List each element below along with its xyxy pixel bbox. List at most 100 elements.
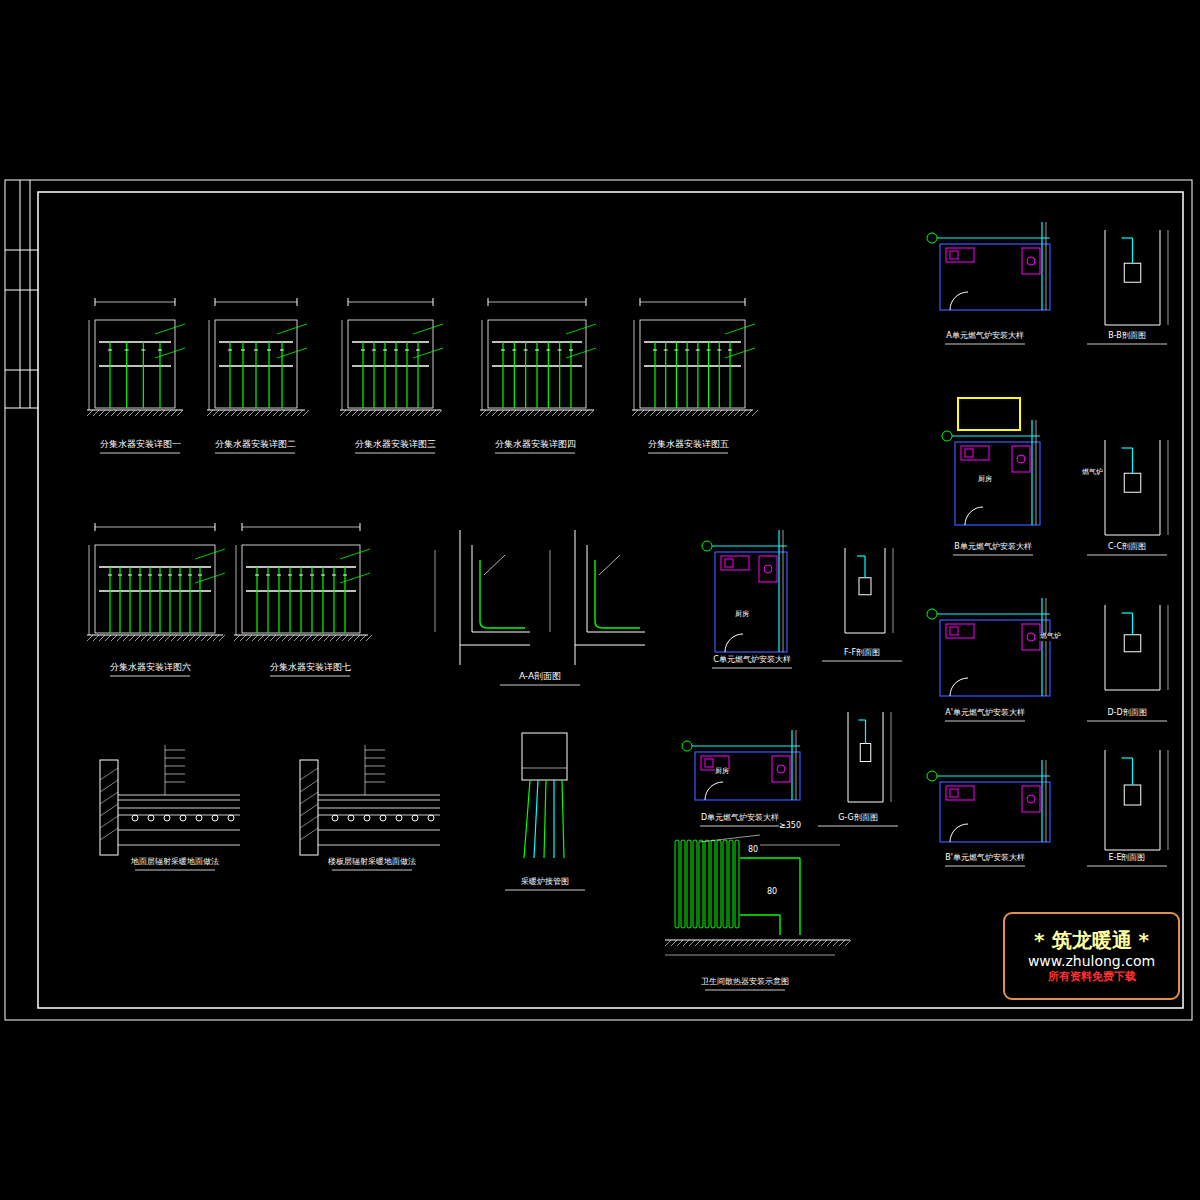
drawing-line [395,342,396,408]
drawing-line [803,940,809,946]
drawing-caption: 分集水器安装详图五 [648,440,729,450]
caption-underline [270,676,350,677]
drawing-line [123,410,129,416]
grid-bubble [1027,633,1035,641]
drawing-line [524,350,528,351]
door-swing [705,782,723,800]
drawing-rect [950,251,958,259]
drawing-line [354,635,360,641]
drawing-line [1105,605,1106,690]
drawing-caption: F-F剖面图 [844,649,880,658]
drawing-line [165,745,166,795]
drawing-line [278,567,279,633]
drawing-line [845,940,851,946]
drawing-line [599,555,620,575]
grid-bubble [212,815,218,821]
drawing-caption: 采暖炉接管图 [521,878,569,887]
drawing-line [165,782,185,783]
drawing-line [725,324,755,334]
drawing-line [779,915,780,935]
drawing-line [937,776,1050,777]
drawing-line [740,857,800,858]
drawing-line [650,410,656,416]
radiator-column [675,840,679,928]
drawing-line [89,320,90,410]
drawing-line [783,530,784,652]
drawing-line [1105,750,1106,850]
drawing-line [141,350,145,351]
drawing-line [418,410,424,416]
drawing-line [388,410,394,416]
drawing-line [117,410,123,416]
drawing-caption: 分集水器安装详图三 [355,440,436,450]
drawing-line [791,940,797,946]
drawing-line [857,555,865,556]
drawing-line [640,302,745,303]
drawing-rect [300,760,318,855]
drawing-rect [5,180,1192,1020]
drawing-rect [946,786,974,800]
drawing-line [118,830,240,831]
drawing-line [416,350,420,351]
drawing-line [99,635,105,641]
drawing-line [20,180,21,408]
drawing-line [1041,598,1042,696]
drawing-rect [95,320,175,408]
drawing-line [360,523,361,531]
drawing-line [665,955,835,956]
drawing-line [159,635,165,641]
drawing-line [199,567,200,633]
grid-bubble [228,815,234,821]
drawing-line [225,410,231,416]
drawing-line [674,410,680,416]
drawing-line [242,527,360,528]
drawing-line [343,575,347,576]
drawing-line [1168,750,1169,850]
drawing-line [760,845,840,846]
drawing-rect [946,624,974,638]
drawing-line [752,410,758,416]
drawing-line [129,410,135,416]
drawing-line [472,632,530,633]
drawing-line [522,410,528,416]
drawing-line [234,635,368,636]
drawing-line [99,566,211,567]
drawing-line [731,940,737,946]
drawing-line [282,635,288,641]
drawing-line [365,766,385,767]
drawing-line [183,635,189,641]
drawing-line [252,635,258,641]
drawing-line [1105,440,1106,535]
drawing-rect [950,789,958,797]
drawing-line [436,410,442,416]
drawing-line [109,342,110,408]
drawing-caption: E-E剖面图 [1109,854,1146,863]
drawing-line [340,573,370,583]
pipe-bend [480,560,525,628]
drawing-line [195,549,225,559]
drawing-line [342,635,348,641]
drawing-rect [955,442,1040,525]
drawing-line [845,548,846,633]
drawing-line [318,830,440,831]
door-swing [965,507,983,525]
drawing-line [288,575,292,576]
drawing-line [93,410,99,416]
drawing-line [864,556,865,578]
door-swing [950,292,968,310]
drawing-rect [1124,263,1141,282]
drawing-line [300,792,318,804]
drawing-line [109,567,110,633]
grid-bubble [682,741,692,751]
drawing-line [740,410,746,416]
drawing-rect [1124,635,1141,652]
drawing-line [791,730,792,800]
drawing-line [158,575,162,576]
drawing-line [318,635,324,641]
drawing-line [332,575,336,576]
caption-underline [818,826,898,827]
drawing-line [87,410,93,416]
drawing-line [300,804,318,816]
drawing-line [799,858,800,935]
drawing-line [588,410,594,416]
